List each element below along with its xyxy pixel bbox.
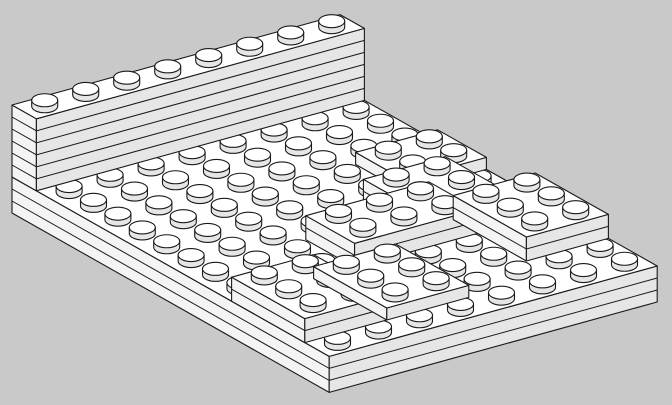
stud-top: [284, 136, 313, 151]
back-wall-brick-seam: [11, 51, 365, 144]
stud-top: [72, 81, 100, 96]
stud-top: [113, 70, 141, 85]
stud-top: [423, 156, 451, 171]
stud-top: [422, 271, 450, 286]
stud-top: [610, 251, 639, 266]
stud-top: [415, 129, 443, 144]
stud-top: [390, 206, 418, 221]
stud-top: [463, 271, 491, 286]
stud-top: [366, 113, 395, 128]
stud-top: [472, 183, 500, 198]
stud-top: [251, 186, 279, 201]
back-wall-brick-seam: [11, 39, 365, 132]
stud-top: [318, 14, 346, 29]
stud-top: [317, 189, 345, 204]
stud-top: [277, 25, 305, 40]
stud-top: [145, 195, 173, 210]
stud-top: [202, 158, 231, 173]
stud-top: [374, 140, 402, 155]
stud-top: [31, 93, 59, 108]
stud-top: [513, 172, 541, 187]
stud-top: [291, 254, 319, 269]
stud-top: [562, 200, 590, 215]
stud-top: [161, 170, 190, 185]
raised-plate-4-seam: [231, 288, 387, 332]
back-wall-brick-top-face: [11, 14, 365, 120]
stud-top: [79, 192, 108, 207]
stud-top: [325, 125, 354, 140]
stud-top: [177, 248, 205, 263]
stud-top: [521, 211, 549, 226]
stud-top: [283, 239, 312, 254]
stud-top: [447, 170, 476, 185]
stud-top: [299, 292, 327, 308]
stud-top: [292, 175, 320, 190]
back-wall-brick-seam: [11, 87, 365, 180]
stud-top: [398, 257, 426, 272]
stud-top: [275, 279, 303, 294]
stud-top: [201, 261, 230, 276]
base-plate-seam: [11, 188, 658, 369]
stud-top: [537, 186, 565, 201]
stud-top: [333, 163, 361, 178]
stud-top: [250, 265, 278, 280]
stud-top: [227, 172, 255, 187]
stud-top: [406, 181, 435, 196]
raised-plate-3-seam: [452, 207, 609, 250]
stud-top: [349, 217, 377, 232]
stud-top: [210, 197, 238, 212]
stud-top: [487, 285, 516, 300]
stud-top: [243, 147, 272, 162]
stud-top: [268, 161, 296, 176]
stud-top: [365, 192, 394, 207]
stud-top: [496, 197, 524, 212]
stud-top: [276, 200, 304, 215]
stud-top: [373, 243, 401, 258]
stud-top: [242, 250, 271, 265]
stud-top: [439, 257, 467, 273]
stud-top: [569, 262, 598, 278]
stud-top: [259, 225, 287, 240]
stud-top: [153, 234, 181, 249]
stud-top: [169, 209, 197, 224]
stud-top: [104, 206, 132, 221]
back-wall-brick-seam: [11, 63, 365, 156]
stud-top: [235, 211, 263, 226]
stud-top: [332, 254, 360, 269]
stud-top: [309, 150, 337, 165]
base-plate-seam: [11, 200, 658, 381]
stud-top: [218, 236, 246, 251]
stud-top: [480, 246, 508, 261]
stud-top: [194, 222, 222, 237]
back-wall-brick-seam: [11, 75, 365, 168]
stud-top: [120, 181, 149, 196]
stud-top: [154, 59, 182, 74]
stud-top: [195, 47, 223, 63]
stud-top: [236, 36, 264, 51]
stud-top: [381, 282, 409, 297]
stud-top: [504, 260, 532, 275]
stud-top: [382, 167, 410, 182]
stud-top: [440, 143, 468, 158]
stud-top: [528, 274, 557, 289]
stud-top: [357, 268, 385, 283]
stud-top: [324, 203, 353, 218]
stud-top: [128, 220, 156, 235]
stud-top: [186, 184, 214, 199]
